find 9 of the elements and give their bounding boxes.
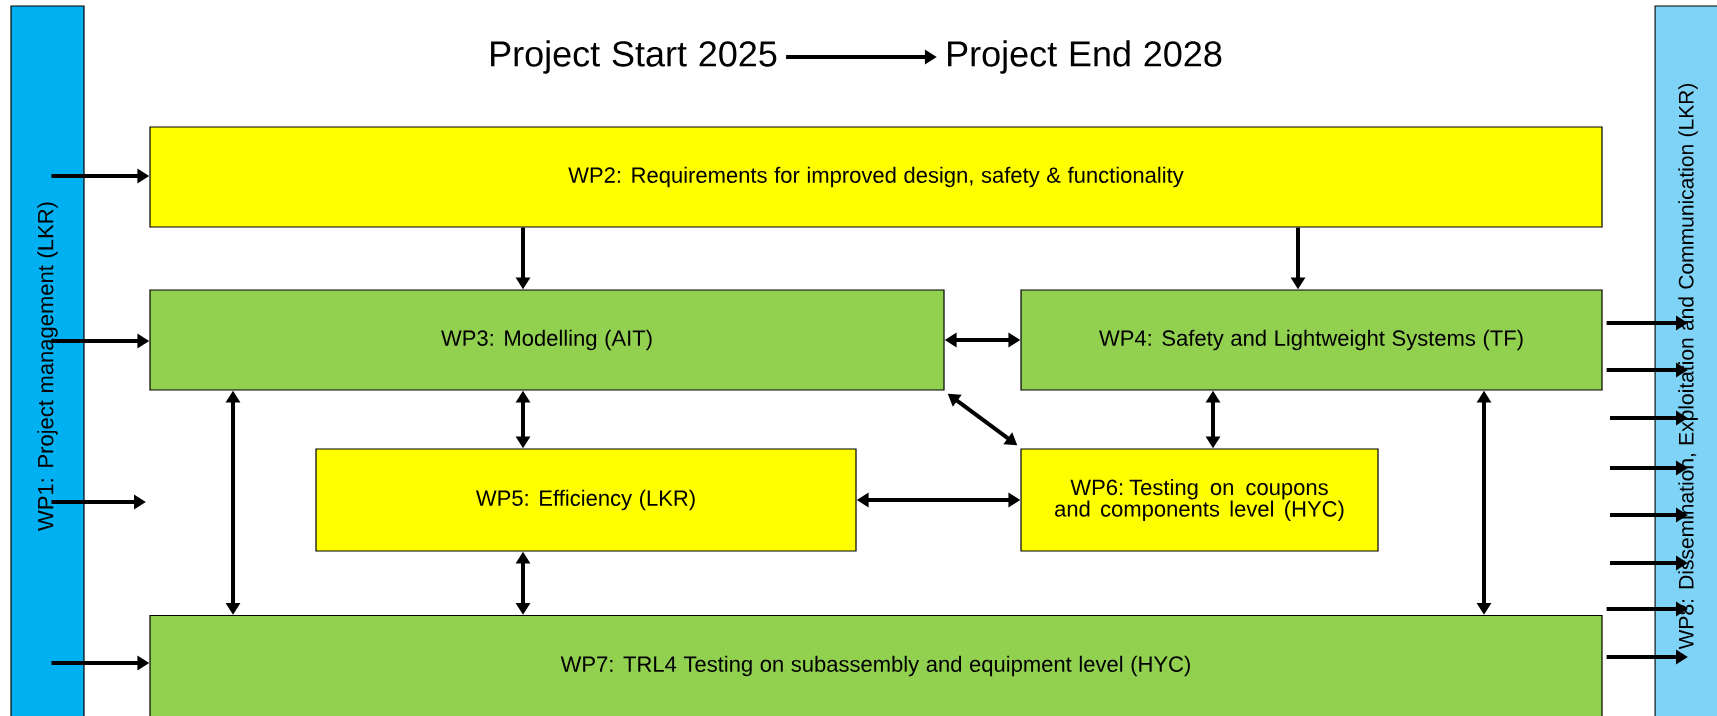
title-text: Project End 2028 bbox=[948, 40, 1222, 74]
work-package-box: WP5: Efficiency (LKR) bbox=[315, 448, 857, 552]
side-bar: WP1: Project management (LKR) bbox=[10, 5, 85, 716]
work-package-box: WP3: Modelling (AIT) bbox=[149, 289, 945, 391]
work-package-box: WP6: Testing on coupons and components level (HYC) bbox=[1020, 448, 1379, 552]
work-package-box: WP2: Requirements for improved design, safety & functionality bbox=[149, 126, 1603, 228]
title-text: Project Start 2025 bbox=[491, 40, 777, 74]
work-package-box: WP4: Safety and Lightweight Systems (TF) bbox=[1020, 289, 1603, 391]
work-package-box: WP7: TRL4 Testing on subassembly and equipment level (HYC) bbox=[149, 614, 1603, 716]
